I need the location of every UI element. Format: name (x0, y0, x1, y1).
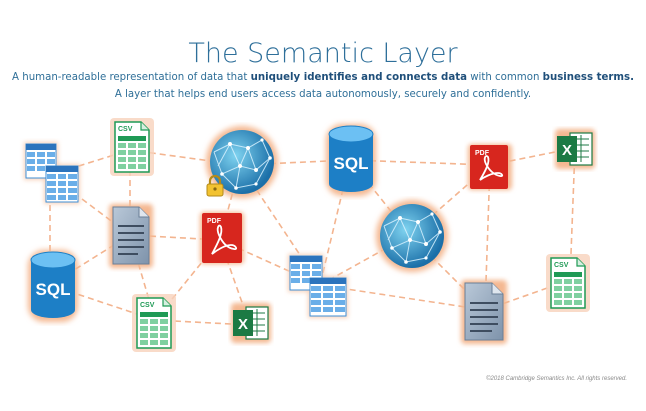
subtitle-line-1: A human-readable representation of data … (0, 72, 646, 83)
sql-label: SQL (334, 154, 369, 173)
sql-database-icon: SQL (28, 250, 78, 322)
csv-file-icon: CSV (110, 118, 154, 176)
document-icon (461, 280, 507, 344)
subtitle-text: A human-readable representation of data … (12, 72, 251, 83)
pdf-label: PDF (207, 218, 222, 225)
excel-file-icon: X (555, 129, 595, 169)
copyright-notice: ©2018 Cambridge Semantics Inc. All right… (486, 376, 627, 382)
spreadsheet-table-icon (288, 254, 348, 318)
excel-letter: X (238, 316, 248, 333)
csv-label: CSV (140, 302, 155, 309)
sql-database-icon: SQL (326, 124, 376, 196)
sql-label: SQL (36, 280, 71, 299)
csv-file-icon: CSV (546, 254, 590, 312)
connector (409, 164, 491, 236)
subtitle-emphasis: business terms. (542, 72, 634, 83)
excel-file-icon: X (231, 303, 271, 343)
subtitle-emphasis: uniquely identifies and connects data (250, 72, 467, 83)
excel-letter: X (562, 142, 572, 159)
pdf-file-icon: PDF (468, 144, 512, 190)
network-globe-icon (376, 200, 448, 272)
csv-label: CSV (118, 126, 133, 133)
document-icon (109, 204, 153, 268)
lock-icon (206, 174, 224, 197)
subtitle-line-2: A layer that helps end users access data… (114, 89, 532, 100)
pdf-file-icon: PDF (200, 212, 244, 264)
pdf-label: PDF (475, 150, 490, 157)
spreadsheet-table-icon (24, 142, 80, 204)
connector (409, 234, 486, 311)
csv-file-icon: CSV (132, 294, 176, 352)
page-title: The Semantic Layer (188, 38, 458, 69)
subtitle-text: with common (466, 72, 543, 83)
csv-label: CSV (554, 262, 569, 269)
network-globe-icon (206, 126, 278, 198)
connector (319, 284, 486, 311)
